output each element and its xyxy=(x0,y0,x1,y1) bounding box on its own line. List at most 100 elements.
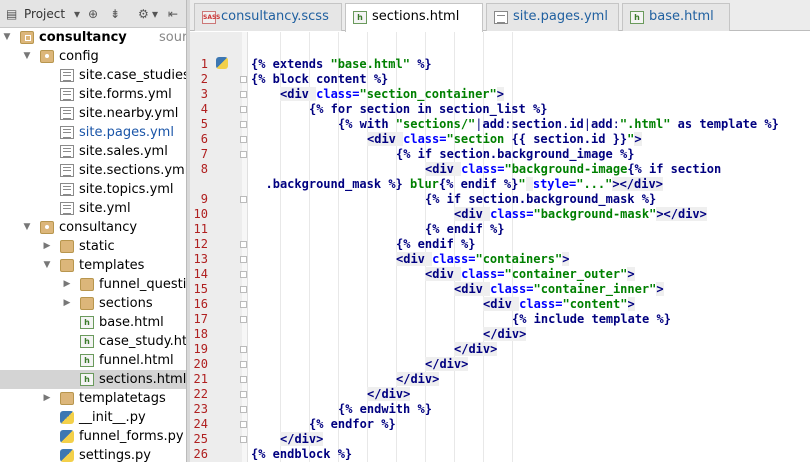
code-line[interactable]: <div class="section_container"> xyxy=(280,87,504,102)
fold-marker[interactable] xyxy=(240,196,247,203)
sync-icon[interactable]: ⊕ xyxy=(88,7,99,21)
collapsed-arrow-icon[interactable]: ▶ xyxy=(43,393,51,403)
fold-marker[interactable] xyxy=(240,271,247,278)
tree-item[interactable]: site.sections.yml xyxy=(0,161,186,180)
code-line[interactable]: <div class="content"> xyxy=(483,297,635,312)
code-line[interactable]: </div> xyxy=(280,432,324,447)
fold-marker[interactable] xyxy=(240,151,247,158)
hide-panel-icon[interactable]: ⇤ xyxy=(168,7,179,21)
code-line[interactable]: <div class="background-image{% if sectio… xyxy=(425,162,721,177)
tree-item[interactable]: ▼consultancysources r xyxy=(0,28,186,47)
code-line[interactable]: {% block content %} xyxy=(251,72,388,87)
code-line[interactable]: </div> xyxy=(483,327,527,342)
code-line[interactable]: <div class="container_outer"> xyxy=(425,267,635,282)
tree-item[interactable]: settings.py xyxy=(0,446,186,462)
fold-marker[interactable] xyxy=(240,301,247,308)
dropdown-arrow-icon[interactable]: ▾ xyxy=(74,7,81,21)
code-line[interactable]: </div> xyxy=(396,372,440,387)
fold-marker[interactable] xyxy=(240,421,247,428)
tree-item[interactable]: site.forms.yml xyxy=(0,85,186,104)
code-line[interactable]: {% include template %} xyxy=(512,312,671,327)
code-editor[interactable]: {% extends "base.html" %}{% block conten… xyxy=(249,32,810,462)
collapsed-arrow-icon[interactable]: ▶ xyxy=(63,279,71,289)
code-line[interactable]: {% endif %} xyxy=(396,237,475,252)
code-line[interactable]: {% endfor %} xyxy=(309,417,396,432)
tree-item[interactable]: ▶sections xyxy=(0,294,186,313)
project-view-selector[interactable]: Project xyxy=(24,7,66,21)
code-line[interactable]: </div> xyxy=(454,342,498,357)
fold-marker[interactable] xyxy=(240,361,247,368)
code-line[interactable]: {% for section in section_list %} xyxy=(309,102,547,117)
tree-item[interactable]: ▼config xyxy=(0,47,186,66)
code-line[interactable]: .background_mask %} blur{% endif %}" sty… xyxy=(266,177,663,192)
tree-item[interactable]: site.pages.yml xyxy=(0,123,186,142)
code-line[interactable]: {% endif %} xyxy=(425,222,504,237)
expanded-arrow-icon[interactable]: ▼ xyxy=(3,32,11,42)
project-tree: ▼consultancysources r▼configsite.case_st… xyxy=(0,28,186,462)
fold-marker[interactable] xyxy=(240,391,247,398)
fold-marker[interactable] xyxy=(240,436,247,443)
tree-item[interactable]: ▼consultancy xyxy=(0,218,186,237)
code-line[interactable]: {% endwith %} xyxy=(338,402,432,417)
code-token: " xyxy=(627,132,635,146)
collapsed-arrow-icon[interactable]: ▶ xyxy=(63,298,71,308)
tree-item[interactable]: site.yml xyxy=(0,199,186,218)
code-line[interactable]: {% endblock %} xyxy=(251,447,352,462)
code-line[interactable]: {% with "sections/"|add:section.id|add:"… xyxy=(338,117,779,132)
collapse-all-icon[interactable]: ⇟ xyxy=(110,7,121,21)
tree-item[interactable]: site.topics.yml xyxy=(0,180,186,199)
expanded-arrow-icon[interactable]: ▼ xyxy=(23,222,31,232)
tree-item[interactable]: ▶funnel_questio xyxy=(0,275,186,294)
tree-item[interactable]: __init__.py xyxy=(0,408,186,427)
fold-marker[interactable] xyxy=(240,346,247,353)
expanded-arrow-icon[interactable]: ▼ xyxy=(23,51,31,61)
tree-item[interactable]: site.nearby.yml xyxy=(0,104,186,123)
fold-marker[interactable] xyxy=(240,136,247,143)
tree-item[interactable]: funnel_forms.py xyxy=(0,427,186,446)
tree-item[interactable]: ▶static xyxy=(0,237,186,256)
settings-gear-icon[interactable]: ⚙ xyxy=(138,7,149,21)
code-line[interactable]: </div> xyxy=(425,357,469,372)
code-line[interactable]: <div class="background-mask"></div> xyxy=(454,207,707,222)
fold-marker[interactable] xyxy=(240,316,247,323)
fold-marker[interactable] xyxy=(240,241,247,248)
code-token: > xyxy=(656,282,664,296)
code-token: class= xyxy=(461,267,505,281)
fold-marker[interactable] xyxy=(240,406,247,413)
expanded-arrow-icon[interactable]: ▼ xyxy=(43,260,51,270)
panel-splitter[interactable] xyxy=(186,0,190,462)
tree-item[interactable]: ▼templates xyxy=(0,256,186,275)
indent-guide xyxy=(512,32,513,462)
tree-item[interactable]: ▶templatetags xyxy=(0,389,186,408)
code-line[interactable]: <div class="container_inner"> xyxy=(454,282,664,297)
fold-marker[interactable] xyxy=(240,91,247,98)
tree-item[interactable]: site.sales.yml xyxy=(0,142,186,161)
line-number: 14 xyxy=(193,267,208,281)
project-view-icon[interactable]: ▤ xyxy=(6,7,18,21)
code-line[interactable]: {% extends "base.html" %} xyxy=(251,57,432,72)
fold-marker[interactable] xyxy=(240,376,247,383)
code-line[interactable]: {% if section.background_mask %} xyxy=(425,192,656,207)
collapsed-arrow-icon[interactable]: ▶ xyxy=(43,241,51,251)
fold-marker[interactable] xyxy=(240,76,247,83)
fold-marker[interactable] xyxy=(240,106,247,113)
code-line[interactable]: {% if section.background_image %} xyxy=(396,147,634,162)
code-line[interactable]: <div class="containers"> xyxy=(396,252,570,267)
fold-marker[interactable] xyxy=(240,286,247,293)
fold-marker[interactable] xyxy=(240,256,247,263)
code-line[interactable]: <div class="section {{ section.id }}"> xyxy=(367,132,642,147)
editor-tab[interactable]: site.pages.yml xyxy=(486,3,619,31)
settings-dropdown-icon[interactable]: ▾ xyxy=(152,7,159,21)
fold-marker[interactable] xyxy=(240,121,247,128)
code-token: <div xyxy=(454,282,491,296)
code-line[interactable]: </div> xyxy=(367,387,411,402)
tree-item[interactable]: site.case_studies xyxy=(0,66,186,85)
html-file-icon: h xyxy=(80,335,94,348)
